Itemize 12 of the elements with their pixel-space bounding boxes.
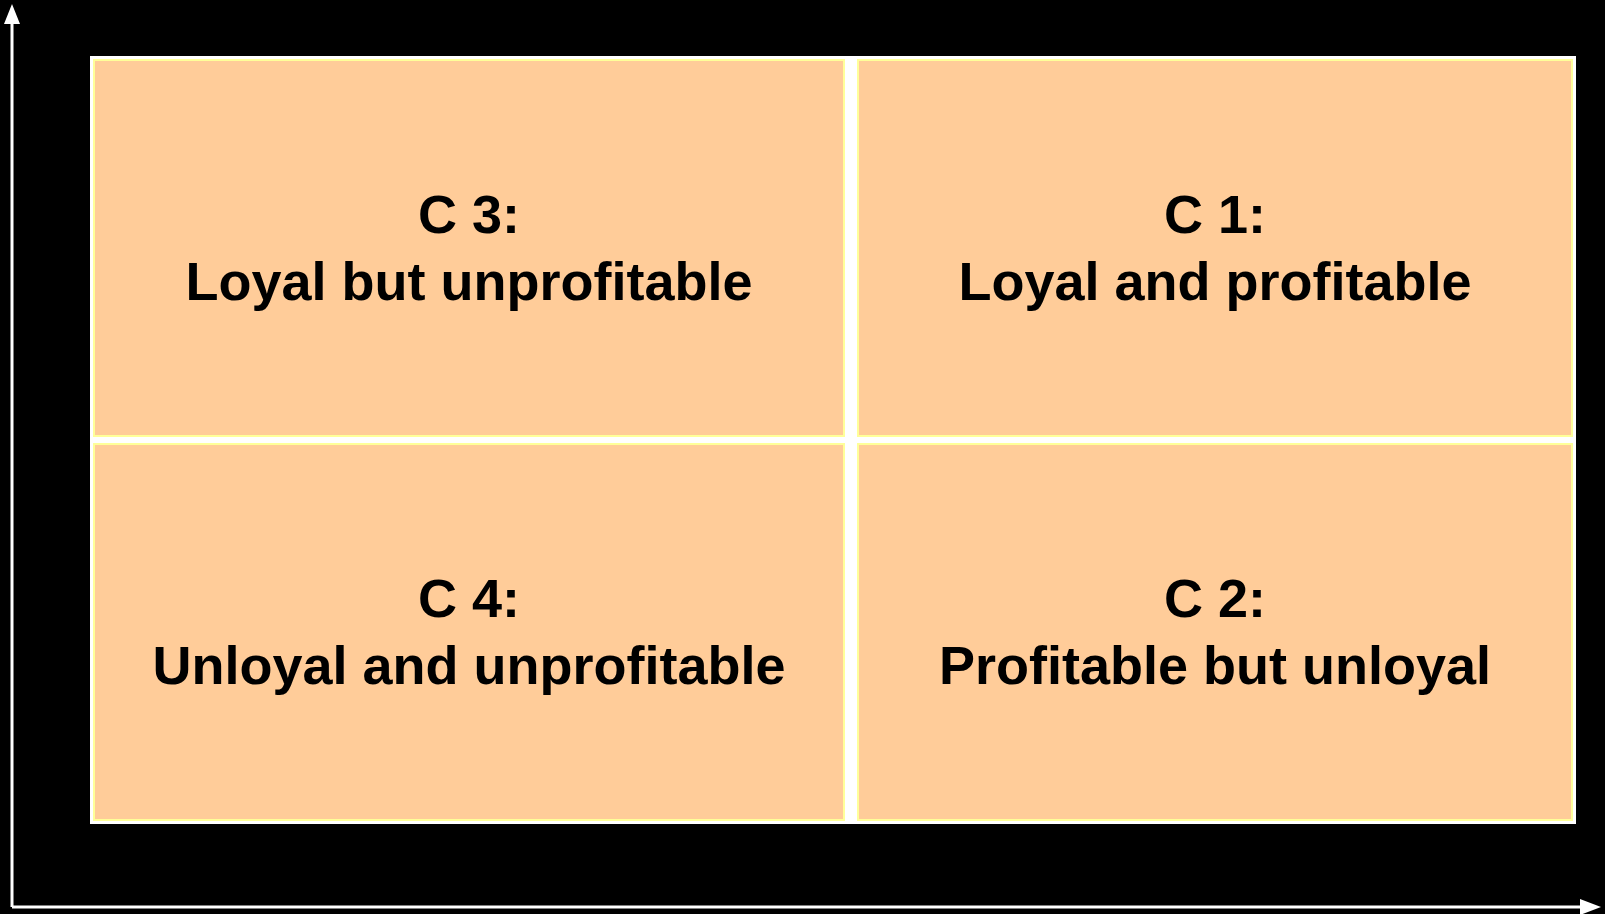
- quadrant-code: C 2:: [1164, 566, 1266, 630]
- quadrant-box: [857, 59, 1573, 437]
- quadrant-code: C 3:: [418, 182, 520, 246]
- quadrant-box: [93, 443, 845, 821]
- quadrant-label: Loyal but unprofitable: [185, 250, 753, 313]
- quadrant-box: [93, 59, 845, 437]
- quadrant-label: Profitable but unloyal: [939, 634, 1491, 697]
- quadrant-code: C 4:: [418, 566, 520, 630]
- quadrant-label: Loyal and profitable: [958, 250, 1472, 313]
- quadrant-box: [857, 443, 1573, 821]
- quadrant-code: C 1:: [1164, 182, 1266, 246]
- quadrant-label: Unloyal and unprofitable: [152, 634, 786, 697]
